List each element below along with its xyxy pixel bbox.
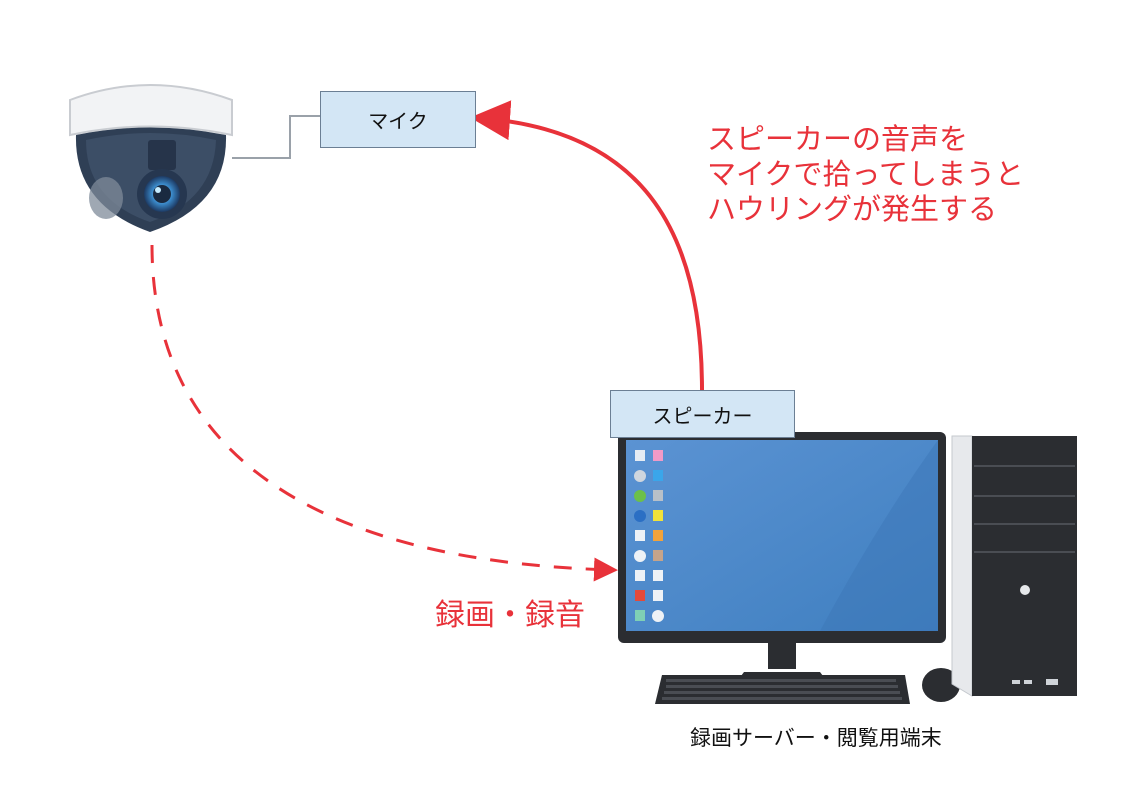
speaker-label: スピーカー — [652, 403, 753, 428]
annotation-line: ハウリングが発生する — [707, 192, 998, 226]
mouse-icon — [922, 668, 960, 702]
monitor-icon — [618, 432, 946, 680]
dome-camera-icon — [69, 84, 233, 232]
mic-connector-line — [232, 115, 320, 159]
speaker-label-box: スピーカー — [610, 390, 795, 438]
recording-arrow — [150, 244, 618, 582]
feedback-arrow — [470, 100, 704, 391]
annotation-line: スピーカーの音声を — [707, 122, 969, 156]
record-label: 録画・録音 — [435, 598, 585, 633]
mic-label-box: マイク — [320, 91, 476, 148]
mic-label: マイク — [368, 109, 428, 133]
pc-tower-icon — [951, 435, 1077, 697]
desktop-icons — [634, 450, 664, 622]
annotation-line: マイクで拾ってしまうと — [707, 157, 1024, 191]
howling-annotation: スピーカーの音声を マイクで拾ってしまうと ハウリングが発生する — [707, 122, 1024, 227]
keyboard-icon — [655, 675, 910, 704]
terminal-label: 録画サーバー・閲覧用端末 — [690, 726, 942, 750]
